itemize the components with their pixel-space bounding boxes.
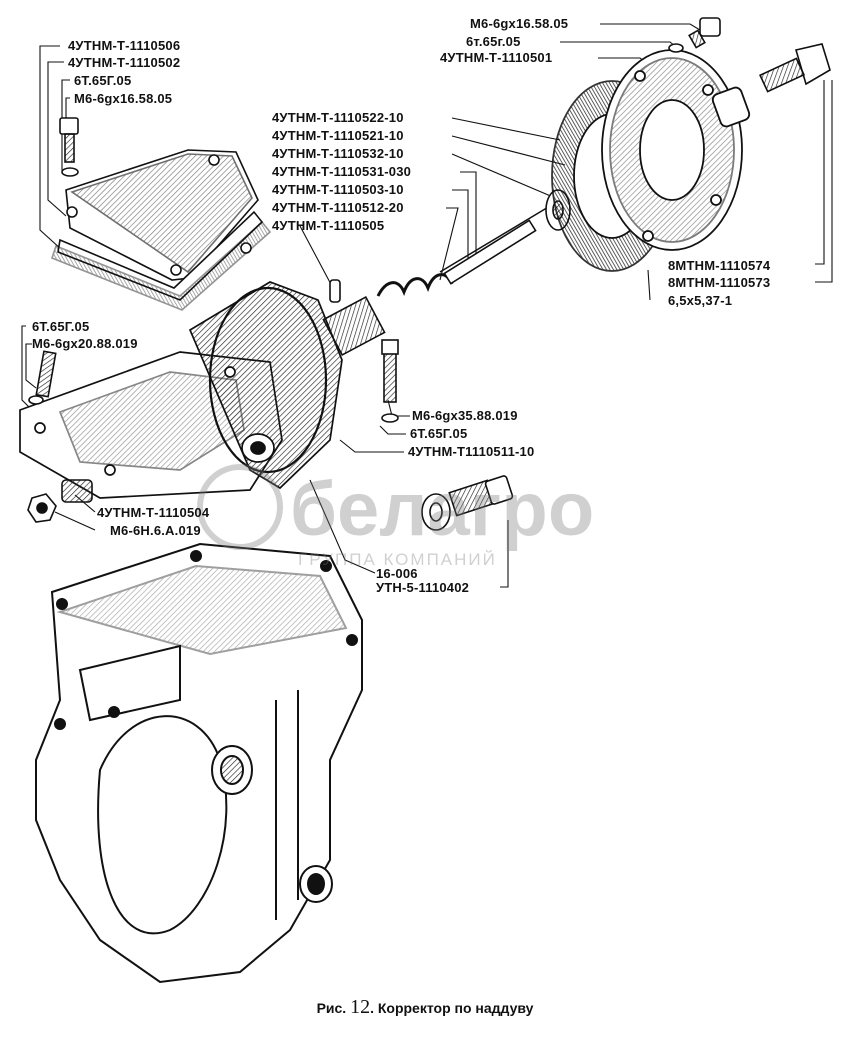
figure-caption: Рис. 12. Корректор по наддуву <box>316 996 534 1018</box>
label-left-2: М6-6gх20.88.019 <box>32 336 138 351</box>
watermark-logo <box>195 462 285 557</box>
label-bottom-left-2: М6-6Н.6.А.019 <box>110 523 201 538</box>
caption-title: Корректор по наддуву <box>377 1000 534 1016</box>
label-top-right-2: 6т.65г.05 <box>466 34 521 49</box>
label-top-left-3: 6Т.65Г.05 <box>74 73 132 88</box>
label-bottom-2: УТН-5-1110402 <box>376 580 470 595</box>
drain-plug <box>421 475 514 531</box>
label-right-2: 8МТНМ-1110573 <box>668 275 771 290</box>
diaphragm-cover <box>551 49 751 272</box>
label-mid-1: 4УТНМ-Т-1110522-10 <box>272 110 404 125</box>
label-mid-2: 4УТНМ-Т-1110521-10 <box>272 128 404 143</box>
label-top-left-2: 4УТНМ-Т-1110502 <box>68 55 181 70</box>
cover-plate <box>51 149 272 311</box>
label-center-2: 6Т.65Г.05 <box>410 426 468 441</box>
label-left-1: 6Т.65Г.05 <box>32 319 90 334</box>
label-center-3: 4УТНМ-Т1110511-10 <box>408 444 535 459</box>
label-mid-3: 4УТНМ-Т-1110532-10 <box>272 146 404 161</box>
top-left-bolt <box>59 117 79 177</box>
corrector-housing <box>19 281 343 499</box>
watermark-circle-icon <box>197 464 283 550</box>
label-top-left-4: М6-6gх16.58.05 <box>74 91 173 106</box>
gearbox-housing <box>35 542 363 984</box>
caption-prefix: Рис. <box>316 1000 347 1016</box>
watermark-brand: белагро <box>290 467 595 552</box>
label-mid-4: 4УТНМ-Т-1110531-030 <box>272 164 412 179</box>
label-center-1: М6-6gх35.88.019 <box>412 408 518 423</box>
spring-and-rod <box>322 189 571 357</box>
label-mid-6: 4УТНМ-Т-1110512-20 <box>272 200 404 215</box>
label-bottom-1: 16-006 <box>376 566 418 581</box>
label-mid-5: 4УТНМ-Т-1110503-10 <box>272 182 404 197</box>
label-top-right-3: 4УТНМ-Т-1110501 <box>440 50 553 65</box>
top-right-bolts <box>668 17 831 93</box>
label-top-right-1: М6-6gх16.58.05 <box>470 16 569 31</box>
label-right-3: 6,5х5,37-1 <box>668 293 733 308</box>
label-mid-7: 4УТНМ-Т-1110505 <box>272 218 385 233</box>
label-right-1: 8МТНМ-1110574 <box>668 258 771 273</box>
label-top-left-1: 4УТНМ-Т-1110506 <box>68 38 181 53</box>
watermark-tagline: ГРУППА КОМПАНИЙ <box>298 550 497 569</box>
caption-number: 12 <box>350 996 371 1018</box>
label-bottom-left-1: 4УТНМ-Т-1110504 <box>97 505 210 520</box>
left-bolts <box>27 339 399 523</box>
